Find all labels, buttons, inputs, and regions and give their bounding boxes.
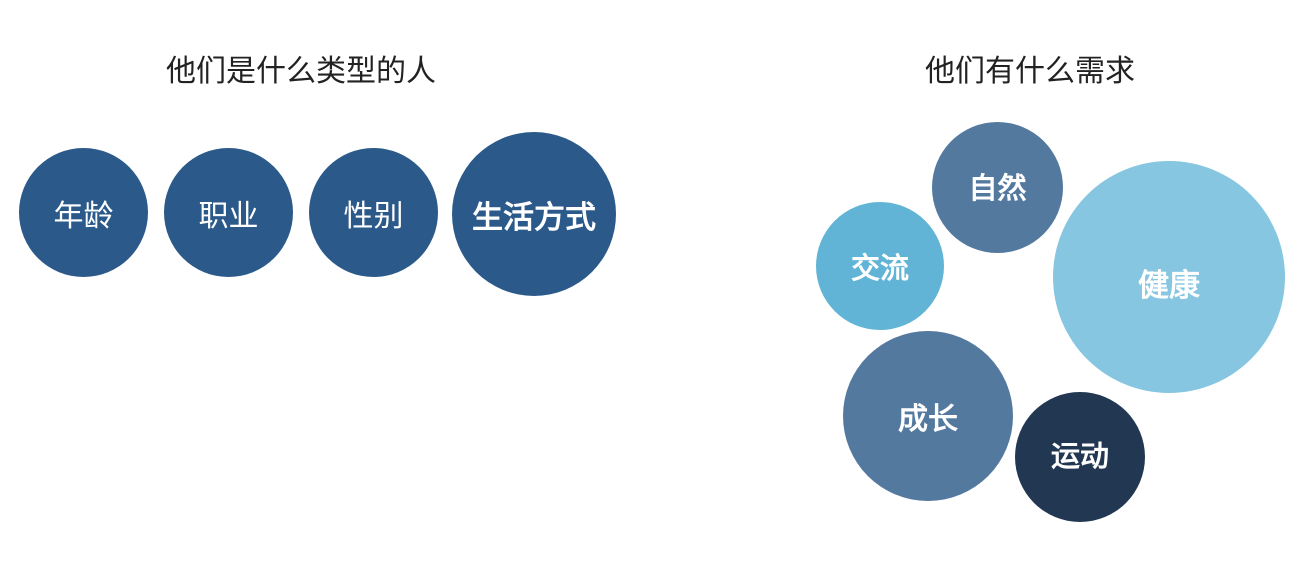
bubble-gender-label: 性别	[343, 198, 404, 234]
bubble-occupation-label: 职业	[198, 198, 259, 234]
bubble-growth-label: 成长	[898, 402, 958, 437]
bubble-gender: 性别	[309, 148, 438, 277]
types-section-title: 他们是什么类型的人	[166, 54, 436, 89]
bubble-sports-label: 运动	[1050, 439, 1109, 473]
bubble-lifestyle-label: 生活方式	[472, 199, 596, 236]
bubble-communication-label: 交流	[850, 251, 909, 285]
bubble-health-label: 健康	[1138, 267, 1200, 304]
bubble-communication: 交流	[816, 202, 944, 330]
bubble-age-label: 年龄	[53, 198, 114, 234]
bubble-nature: 自然	[932, 122, 1063, 253]
bubble-age: 年龄	[19, 148, 148, 277]
bubble-nature-label: 自然	[968, 170, 1027, 205]
bubble-lifestyle: 生活方式	[452, 132, 616, 296]
bubble-growth: 成长	[843, 331, 1013, 501]
bubble-health: 健康	[1053, 161, 1285, 393]
bubble-sports: 运动	[1015, 392, 1145, 522]
needs-section-title: 他们有什么需求	[925, 54, 1135, 89]
bubble-occupation: 职业	[164, 148, 293, 277]
